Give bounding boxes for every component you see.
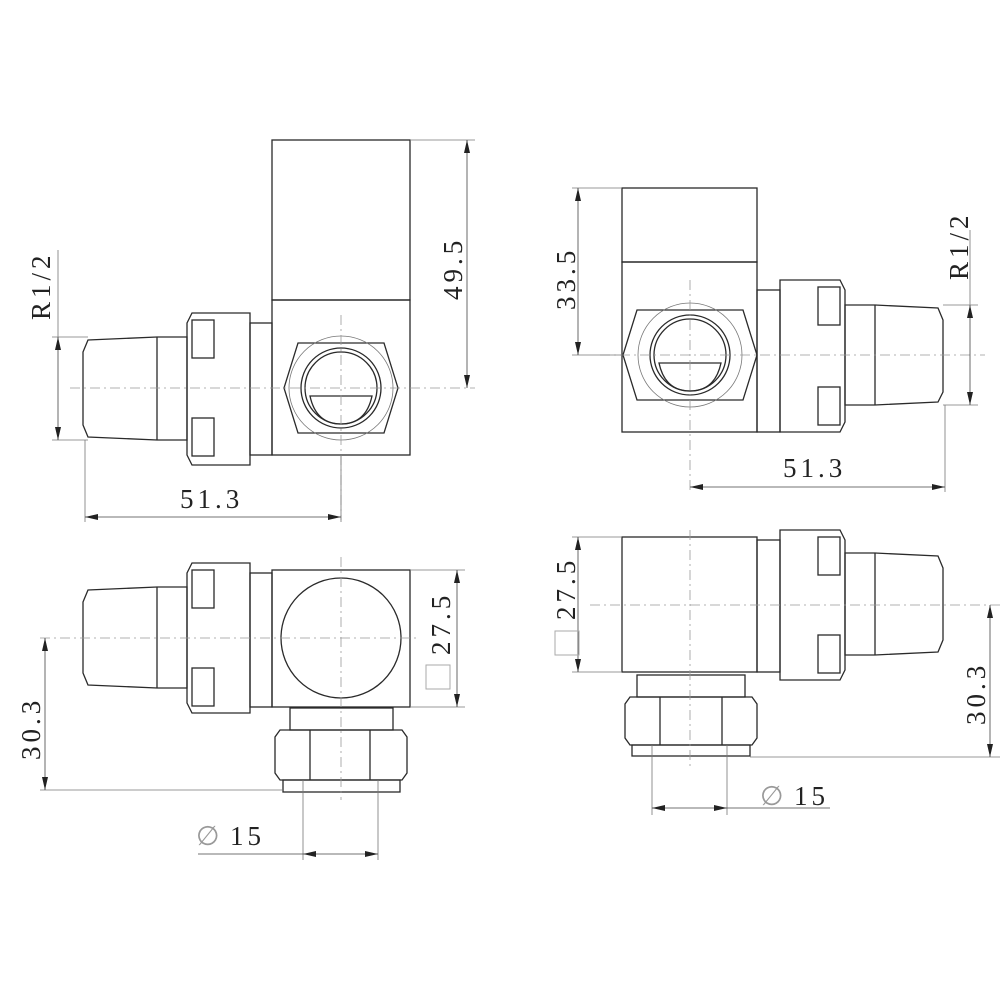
compression-nut [274, 729, 408, 781]
valve-head [271, 139, 411, 301]
square-dimension: 27.5 [551, 557, 581, 620]
thread-tail [844, 304, 944, 406]
valve-front-view-left: 49.5 51.3 R1/2 [26, 139, 475, 522]
pipe-diameter-dimension: 15 [794, 781, 829, 811]
union-nut [186, 312, 251, 466]
length-dimension: 51.3 [180, 484, 243, 514]
thread-tail [844, 552, 944, 656]
thread-dimension: R1/2 [944, 211, 974, 280]
union-nut [779, 279, 846, 433]
height-dimension: 33.5 [551, 247, 581, 310]
union-nut [186, 562, 251, 714]
valve-top-view-right: 27.5 30.3 ∅ 15 [551, 529, 1000, 815]
valve-front-view-right: 33.5 51.3 R1/2 [551, 187, 985, 492]
diameter-symbol-icon: ∅ [196, 821, 224, 851]
square-dimension: 27.5 [426, 592, 456, 655]
length-dimension: 51.3 [783, 453, 846, 483]
valve-head [621, 187, 758, 263]
hex-nut [622, 309, 758, 401]
valve-top-view-left: 27.5 30.3 ∅ 15 [16, 557, 465, 860]
square-symbol-icon [425, 664, 451, 690]
diameter-symbol-icon: ∅ [760, 781, 788, 811]
neck [249, 322, 273, 456]
lock-slot [658, 362, 722, 392]
offset-dimension: 30.3 [961, 662, 991, 725]
valve-body [621, 261, 758, 433]
height-dimension: 49.5 [438, 237, 468, 300]
valve-body [621, 536, 758, 673]
compression-nut [624, 696, 758, 746]
thread-tail [82, 586, 188, 689]
pipe-diameter-dimension: 15 [230, 821, 265, 851]
offset-dimension: 30.3 [16, 697, 46, 760]
square-symbol-icon [554, 630, 580, 656]
thread-tail [82, 336, 188, 441]
thread-dimension: R1/2 [26, 251, 56, 320]
union-nut [779, 529, 846, 681]
